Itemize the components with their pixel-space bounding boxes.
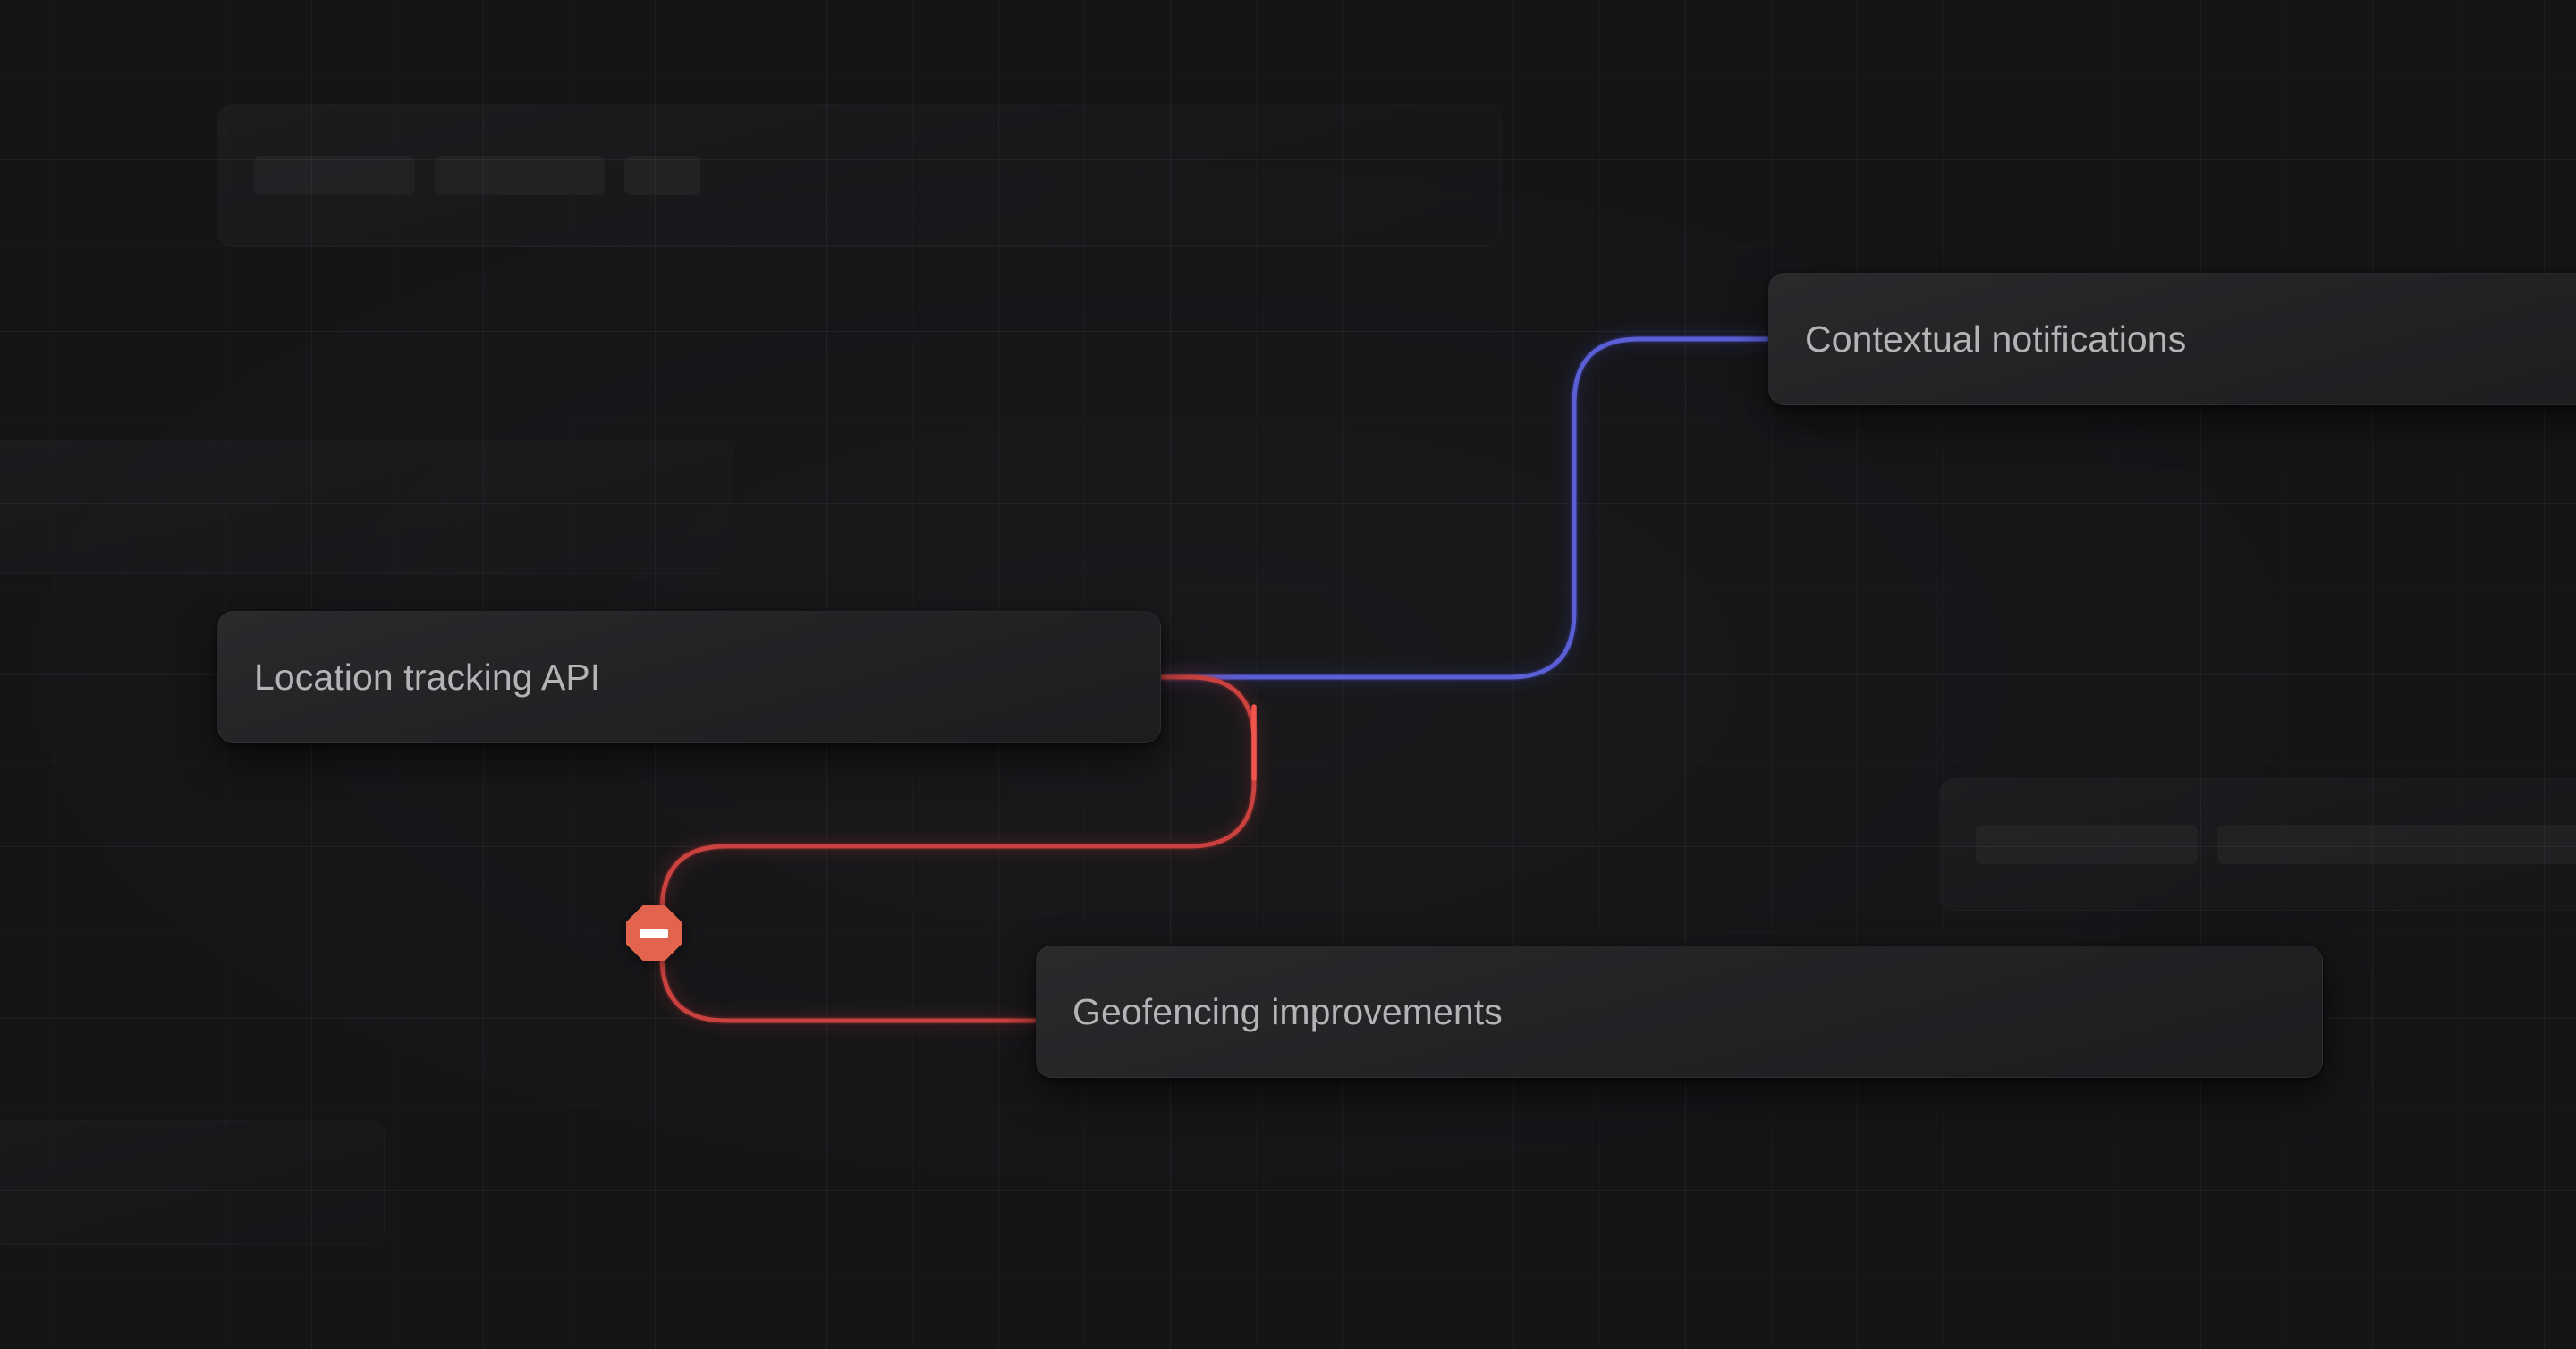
node-label: Geofencing improvements bbox=[1072, 990, 1503, 1032]
edge-blue-glow bbox=[1157, 335, 1773, 682]
minus-glyph bbox=[640, 928, 668, 938]
blocked-status-badge[interactable] bbox=[626, 905, 682, 961]
skeleton-bar bbox=[435, 156, 605, 195]
node-geofencing-improvements[interactable]: Geofencing improvements bbox=[1036, 946, 2323, 1078]
skeleton-bar bbox=[624, 156, 700, 195]
node-label: Location tracking API bbox=[254, 656, 601, 698]
ghost-card-left bbox=[0, 440, 733, 574]
ghost-card-top bbox=[217, 104, 1501, 247]
node-label: Contextual notifications bbox=[1805, 318, 2187, 360]
skeleton-bar bbox=[2217, 825, 2576, 864]
edge-location-to-contextual[interactable] bbox=[1158, 336, 1771, 680]
octagon-minus-icon bbox=[626, 905, 682, 961]
skeleton-bar bbox=[254, 156, 415, 195]
ghost-card-bottom bbox=[0, 1120, 385, 1245]
node-contextual-notifications[interactable]: Contextual notifications bbox=[1768, 273, 2576, 405]
skeleton-bar bbox=[1976, 825, 2198, 864]
ghost-card-right bbox=[1939, 778, 2576, 911]
node-location-tracking-api[interactable]: Location tracking API bbox=[217, 611, 1161, 743]
